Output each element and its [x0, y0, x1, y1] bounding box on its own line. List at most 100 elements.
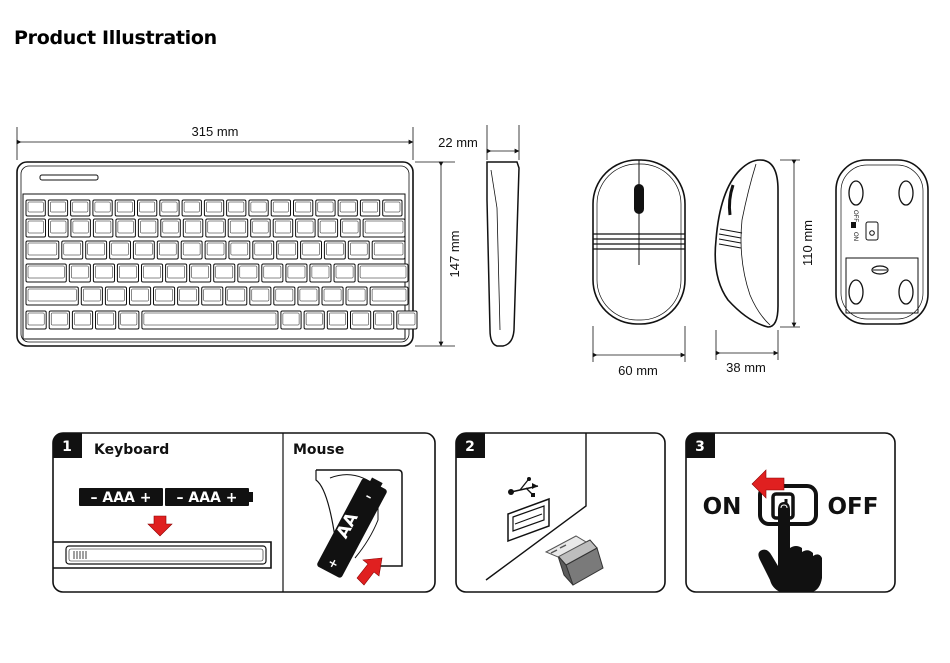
keyboard-front-view [17, 162, 417, 346]
keyboard-key [370, 287, 408, 305]
keyboard-key [117, 264, 138, 282]
keyboard-key [69, 264, 90, 282]
keyboard-key [271, 200, 290, 216]
keyboard-key [133, 241, 154, 259]
keyboard-key [26, 287, 78, 305]
keyboard-height-label: 147 mm [447, 231, 462, 278]
keyboard-key [316, 200, 335, 216]
mouse-foot [849, 181, 863, 205]
keyboard-key [249, 200, 268, 216]
keyboard-key [322, 287, 343, 305]
step-2-number: 2 [465, 439, 475, 455]
keyboard-key [138, 200, 157, 216]
keyboard-key [296, 219, 316, 237]
keyboard-key [348, 241, 369, 259]
battery-left-label: – AAA + [91, 490, 152, 506]
mouse-foot [899, 181, 913, 205]
keyboard-key [324, 241, 345, 259]
keyboard-key [178, 287, 199, 305]
keyboard-key [26, 219, 46, 237]
keyboard-key [204, 200, 223, 216]
keyboard-height-dimension: 147 mm [415, 162, 462, 346]
keyboard-key [202, 287, 223, 305]
keyboard-key [227, 200, 246, 216]
keyboard-key [229, 241, 250, 259]
keyboard-key [262, 264, 283, 282]
keyboard-key [161, 219, 181, 237]
mouse-bottom-view: OFF ON [836, 160, 928, 324]
mouse-length-label: 110 mm [800, 220, 815, 266]
mouse-switch-on-label: ON [852, 232, 858, 241]
keyboard-key [341, 219, 361, 237]
keyboard-key [142, 311, 278, 329]
on-label: ON [703, 494, 742, 520]
keyboard-key [338, 200, 357, 216]
keyboard-key [93, 219, 113, 237]
keyboard-key [360, 200, 379, 216]
keyboard-key [157, 241, 178, 259]
aaa-battery-right: – AAA + [165, 488, 253, 506]
keyboard-key [304, 311, 324, 329]
keyboard-key [142, 264, 163, 282]
keyboard-key [238, 264, 259, 282]
keyboard-key [206, 219, 226, 237]
keyboard-key [183, 219, 203, 237]
mouse-label: Mouse [293, 442, 344, 458]
step-2-panel: 2 [456, 433, 665, 592]
keyboard-key [130, 287, 151, 305]
keyboard-key [182, 200, 201, 216]
keyboard-key [251, 219, 271, 237]
keyboard-key [160, 200, 179, 216]
keyboard-key [71, 200, 90, 216]
keyboard-key [294, 200, 313, 216]
step-1-number: 1 [62, 439, 72, 455]
keyboard-width-label: 315 mm [192, 124, 239, 139]
keyboard-key [226, 287, 247, 305]
off-label: OFF [828, 494, 879, 520]
keyboard-key [228, 219, 248, 237]
keyboard-key [334, 264, 355, 282]
step-3-number: 3 [695, 439, 705, 455]
keyboard-key [372, 241, 405, 259]
keyboard-key [116, 219, 135, 237]
keyboard-key [397, 311, 417, 329]
keyboard-key [115, 200, 134, 216]
scroll-wheel [634, 184, 644, 214]
keyboard-key [250, 287, 271, 305]
mouse-width-label: 60 mm [618, 363, 658, 378]
keyboard-key [49, 311, 69, 329]
mouse-top-view: 60 mm [593, 160, 685, 378]
keyboard-key [181, 241, 202, 259]
keyboard-key [71, 219, 91, 237]
keyboard-width-dimension: 315 mm [17, 124, 413, 160]
keyboard-key [301, 241, 322, 259]
keyboard-key [190, 264, 211, 282]
mouse-foot [849, 280, 863, 304]
keyboard-key [110, 241, 131, 259]
keyboard-key [286, 264, 307, 282]
keyboard-key [253, 241, 274, 259]
keyboard-key [281, 311, 301, 329]
keyboard-key [214, 264, 235, 282]
keyboard-key [138, 219, 158, 237]
keyboard-key [274, 287, 295, 305]
keyboard-key [346, 287, 367, 305]
keyboard-key [48, 200, 67, 216]
mouse-switch-off-label: OFF [852, 210, 858, 222]
keyboard-key [72, 311, 92, 329]
keyboard-key [62, 241, 83, 259]
keyboard-key [166, 264, 187, 282]
keyboard-key [154, 287, 175, 305]
keyboard-key [363, 219, 405, 237]
mouse-side-view: 38 mm 110 mm [715, 160, 815, 375]
keyboard-key [374, 311, 394, 329]
keyboard-key [93, 200, 112, 216]
keyboard-key [105, 287, 126, 305]
battery-right-label: – AAA + [177, 490, 238, 506]
keyboard-key [119, 311, 139, 329]
keyboard-key [96, 311, 116, 329]
mouse-depth-label: 38 mm [726, 360, 766, 375]
step-3-panel: 3 ON OFF [686, 433, 895, 592]
step-1-panel: 1 Keyboard Mouse – AAA + – AAA + A [53, 433, 435, 592]
